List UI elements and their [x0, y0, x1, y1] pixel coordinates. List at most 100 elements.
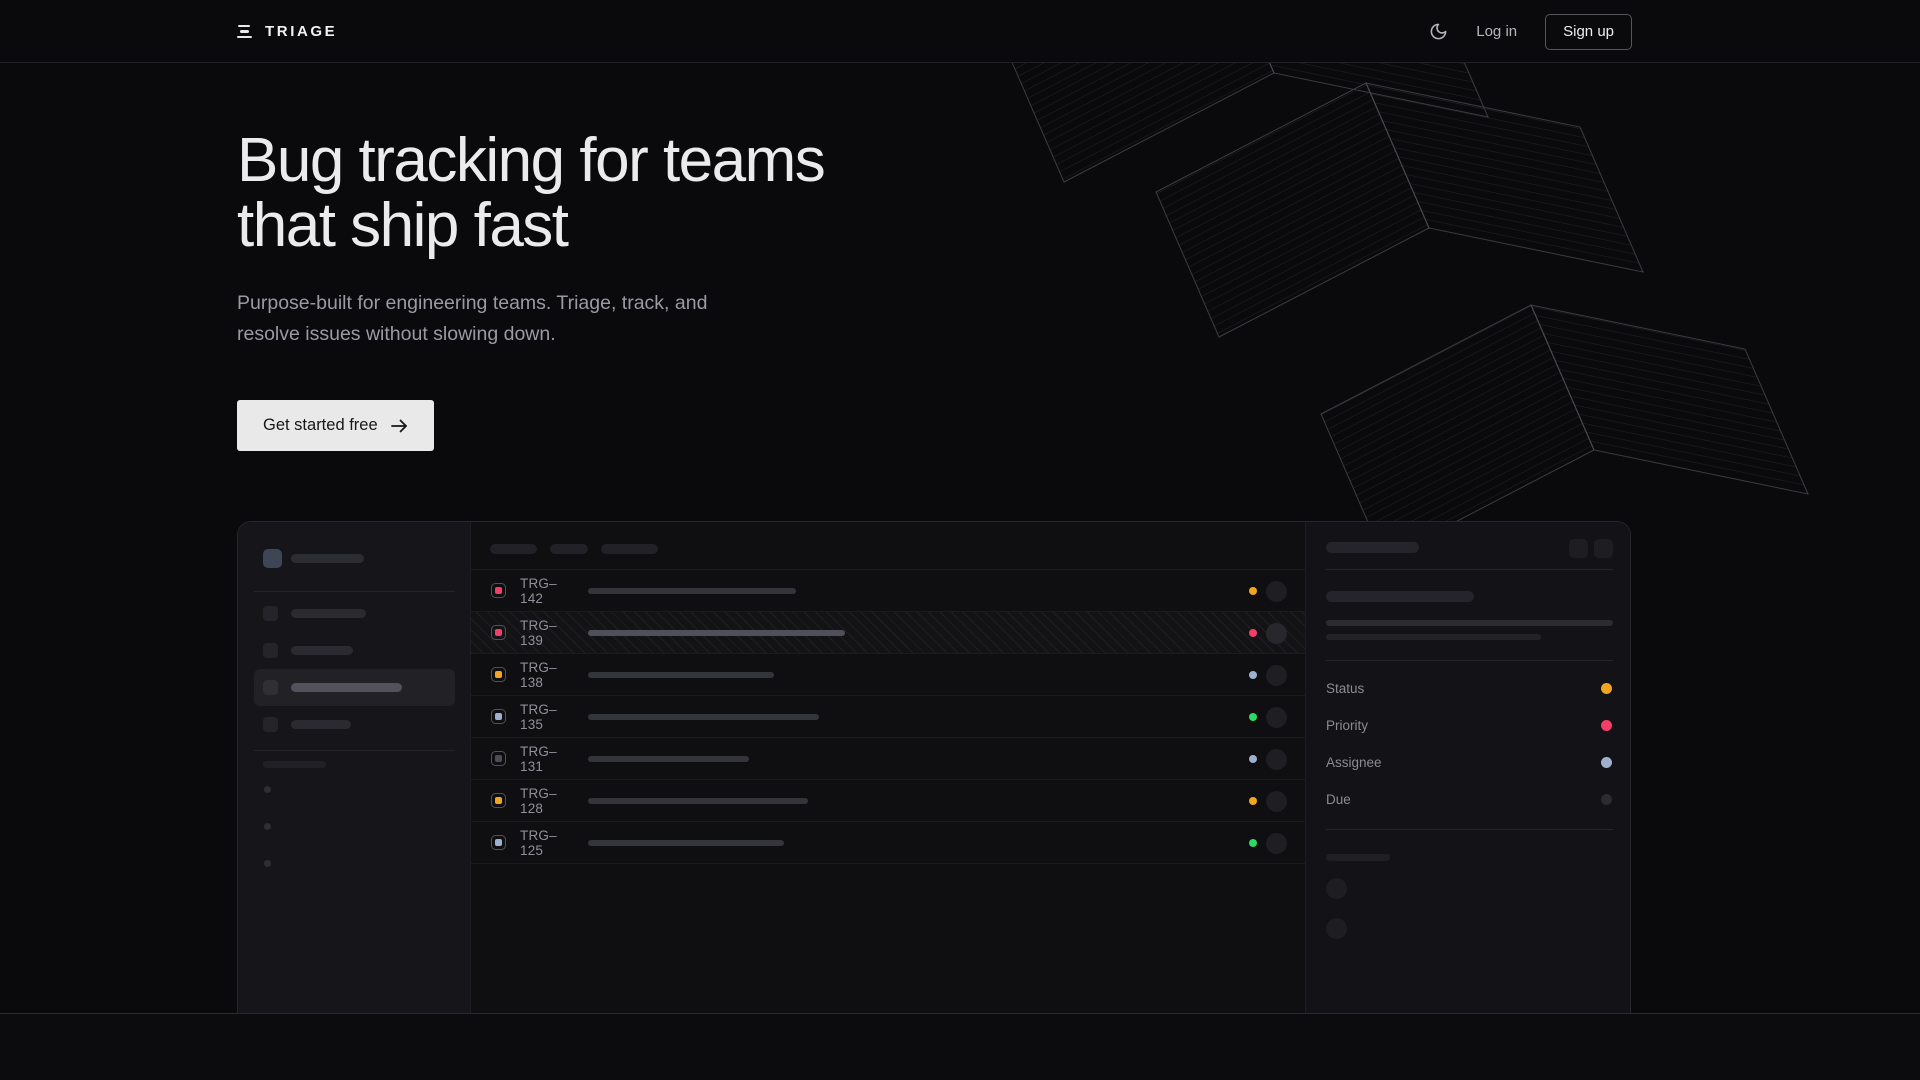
issue-title-placeholder: [588, 713, 819, 720]
sidebar-item-label-placeholder: [291, 646, 353, 655]
assignee-avatar: [1266, 580, 1287, 602]
issue-title-placeholder: [588, 755, 749, 762]
signup-button[interactable]: Sign up: [1545, 13, 1632, 50]
issue-type-icon: [491, 793, 506, 808]
issue-id: TRG–142: [520, 575, 557, 606]
detail-field-assignee[interactable]: Assignee: [1306, 744, 1630, 781]
assignee-avatar: [1266, 832, 1287, 854]
filter-chip-placeholder[interactable]: [550, 544, 588, 554]
issue-title-placeholder: [588, 839, 784, 846]
sidebar-dot: [264, 823, 271, 830]
hero-section: Bug tracking for teams that ship fast Pu…: [237, 126, 826, 451]
sidebar-dot: [264, 860, 271, 867]
assignee-avatar: [1266, 790, 1287, 812]
status-dot: [1249, 755, 1257, 763]
activity-label-placeholder: [1326, 854, 1390, 861]
issue-title-placeholder: [588, 629, 845, 636]
priority-value-dot: [1601, 720, 1612, 731]
issue-row[interactable]: TRG–142: [471, 570, 1305, 612]
issue-row[interactable]: TRG–131: [471, 738, 1305, 780]
status-value-dot: [1601, 683, 1612, 694]
brand-name: TRIAGE: [265, 23, 338, 40]
sidebar-item[interactable]: [238, 595, 470, 632]
sidebar-item[interactable]: [238, 706, 470, 743]
detail-field-due[interactable]: Due: [1306, 781, 1630, 818]
status-dot: [1249, 713, 1257, 721]
filter-chip-placeholder[interactable]: [601, 544, 658, 554]
status-dot: [1249, 797, 1257, 805]
issue-row[interactable]: TRG–125: [471, 822, 1305, 864]
issue-list: TRG–142 TRG–139 TRG–138 TR: [471, 522, 1306, 1013]
due-value-dot: [1601, 794, 1612, 805]
panel-action-button[interactable]: [1594, 539, 1613, 558]
comment-avatar: [1326, 878, 1347, 899]
issue-id: TRG–128: [520, 785, 557, 816]
footer-band: [0, 1013, 1920, 1080]
description-line-placeholder: [1326, 634, 1541, 640]
issue-row[interactable]: TRG–135: [471, 696, 1305, 738]
status-dot: [1249, 587, 1257, 595]
sidebar-item-icon: [263, 680, 278, 695]
hero-heading: Bug tracking for teams that ship fast: [237, 126, 826, 260]
assignee-value-dot: [1601, 757, 1612, 768]
issue-type-icon: [491, 625, 506, 640]
top-nav: TRIAGE Log in Sign up: [0, 0, 1920, 63]
issue-type-icon: [491, 583, 506, 598]
sidebar-item-label-placeholder: [291, 683, 402, 692]
panel-title-placeholder: [1326, 542, 1419, 553]
issue-type-icon: [491, 751, 506, 766]
issue-id: TRG–135: [520, 701, 557, 732]
sidebar-item[interactable]: [238, 632, 470, 669]
sidebar-item-label-placeholder: [291, 720, 351, 729]
workspace-avatar: [263, 549, 282, 568]
brand[interactable]: TRIAGE: [237, 23, 337, 40]
issue-id: TRG–138: [520, 659, 557, 690]
theme-toggle-button[interactable]: [1428, 22, 1448, 42]
sidebar-dot: [264, 786, 271, 793]
issue-type-icon: [491, 835, 506, 850]
divider: [254, 591, 455, 592]
issue-row[interactable]: TRG–128: [471, 780, 1305, 822]
comment-avatar: [1326, 918, 1347, 939]
issue-id: TRG–125: [520, 827, 557, 858]
issue-type-icon: [491, 709, 506, 724]
assignee-avatar: [1266, 706, 1287, 728]
status-dot: [1249, 671, 1257, 679]
assignee-avatar: [1266, 664, 1287, 686]
description-line-placeholder: [1326, 620, 1613, 626]
panel-action-button[interactable]: [1569, 539, 1588, 558]
detail-field-priority[interactable]: Priority: [1306, 707, 1630, 744]
app-preview-card: TRG–142 TRG–139 TRG–138 TR: [237, 521, 1631, 1013]
assignee-avatar: [1266, 748, 1287, 770]
sidebar-item-label-placeholder: [291, 609, 366, 618]
divider: [1326, 829, 1613, 830]
issue-detail-panel: Status Priority Assignee Due: [1306, 522, 1630, 1013]
sidebar-item-icon: [263, 643, 278, 658]
triage-logo-icon: [237, 24, 252, 39]
preview-sidebar: [238, 522, 471, 1013]
divider: [1326, 569, 1613, 570]
login-link[interactable]: Log in: [1476, 23, 1518, 40]
status-dot: [1249, 839, 1257, 847]
moon-icon: [1430, 23, 1447, 40]
divider: [1326, 660, 1613, 661]
sidebar-item-icon: [263, 606, 278, 621]
issue-title-placeholder: [588, 797, 808, 804]
wireframe-shape-middle: [1155, 82, 1644, 338]
issue-list-header: [471, 522, 1305, 570]
issue-title-placeholder: [588, 671, 774, 678]
issue-row[interactable]: TRG–138: [471, 654, 1305, 696]
issue-type-icon: [491, 667, 506, 682]
arrow-right-icon: [390, 419, 407, 432]
status-dot: [1249, 629, 1257, 637]
hero-subtitle: Purpose-built for engineering teams. Tri…: [237, 292, 708, 345]
issue-row-highlighted[interactable]: TRG–139: [471, 612, 1305, 654]
divider: [254, 750, 455, 751]
issue-id: TRG–131: [520, 743, 557, 774]
filter-chip-placeholder[interactable]: [490, 544, 537, 554]
issue-title-placeholder: [588, 587, 796, 594]
get-started-button[interactable]: Get started free: [237, 400, 434, 451]
detail-field-status[interactable]: Status: [1306, 670, 1630, 707]
issue-id: TRG–139: [520, 617, 557, 648]
sidebar-item-active[interactable]: [254, 669, 455, 706]
